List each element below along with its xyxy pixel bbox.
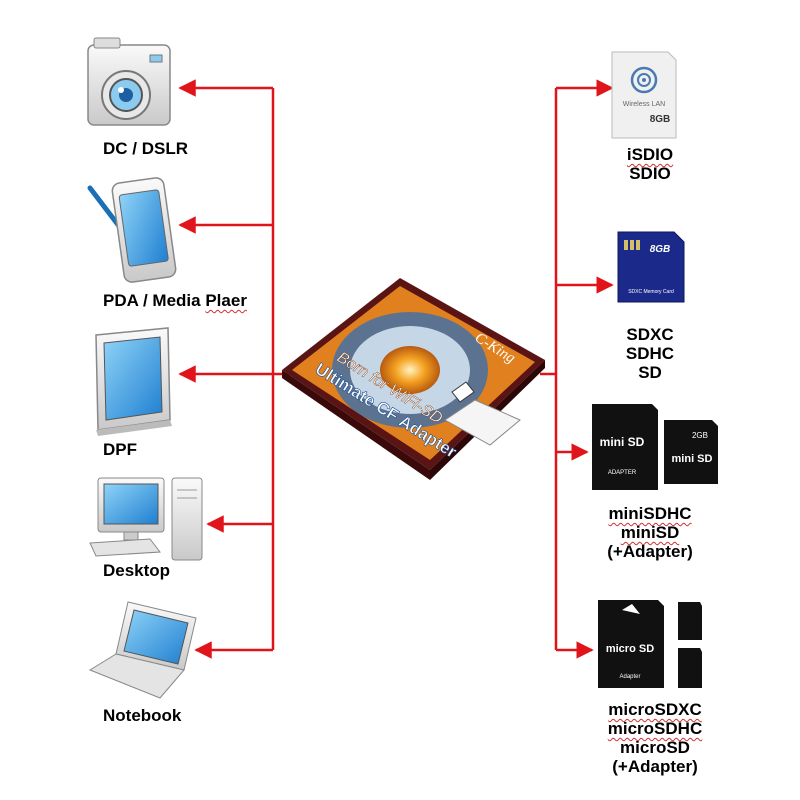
- label-micro-adapter: (+Adapter): [612, 757, 698, 776]
- label-notebook: Notebook: [103, 706, 182, 725]
- label-micro-group: microSDXC microSDHC microSD (+Adapter): [590, 700, 720, 776]
- minisd-card-size: 2GB: [692, 431, 708, 440]
- wireless-sd-card-icon: [611, 51, 677, 139]
- label-isdio: iSDIO: [626, 145, 674, 164]
- microsd-adapter-text: Adapter: [619, 674, 640, 680]
- label-desktop: Desktop: [103, 561, 171, 580]
- cf-adapter-card: [282, 278, 545, 480]
- label-sd-group: SDXC SDHC SD: [600, 325, 700, 382]
- label-microsdhc: microSDHC: [607, 719, 703, 738]
- label-sdxc: SDXC: [626, 325, 674, 344]
- minisd-card-logo: mini SD: [672, 453, 713, 465]
- left-connectors: [178, 79, 300, 659]
- minisd-adapter-text: ADAPTER: [608, 470, 637, 476]
- label-minisd: miniSD: [620, 523, 680, 542]
- microsd-card-icon: [598, 600, 702, 688]
- label-sd: SD: [638, 363, 662, 382]
- label-sdio: SDIO: [629, 164, 671, 183]
- label-dc-dslr: DC / DSLR: [103, 139, 188, 158]
- minisd-adapter-logo: mini SD: [600, 435, 645, 449]
- sd-card-icon: [617, 231, 685, 303]
- label-sdhc: SDHC: [625, 344, 675, 363]
- sd-card-bottom: SDXC Memory Card: [628, 289, 674, 295]
- label-dpf: DPF: [103, 440, 137, 459]
- label-minisdhc: miniSDHC: [608, 504, 692, 523]
- label-microsd: microSD: [620, 738, 690, 757]
- microsd-adapter-logo: micro SD: [606, 643, 654, 655]
- minisd-card-icon: [592, 404, 718, 490]
- laptop-icon: [88, 601, 197, 699]
- isdio-card-text: Wireless LAN: [623, 101, 665, 108]
- camera-icon: [87, 37, 171, 126]
- label-microsdxc: microSDXC: [608, 700, 702, 719]
- label-pda-misspelled: Plaer: [205, 291, 247, 310]
- label-pda-main: PDA / Media: [103, 291, 206, 310]
- label-mini-adapter: (+Adapter): [607, 542, 693, 561]
- photo-frame-icon: [95, 327, 172, 436]
- isdio-card-size: 8GB: [650, 114, 671, 125]
- label-pda-media-player: PDA / Media Plaer: [103, 291, 247, 310]
- pda-icon: [87, 177, 177, 283]
- sd-card-size: 8GB: [650, 244, 671, 255]
- label-mini-group: miniSDHC miniSD (+Adapter): [590, 504, 710, 561]
- desktop-computer-icon: [89, 477, 203, 561]
- label-isdio-group: iSDIO SDIO: [600, 145, 700, 183]
- right-connectors: [540, 79, 614, 659]
